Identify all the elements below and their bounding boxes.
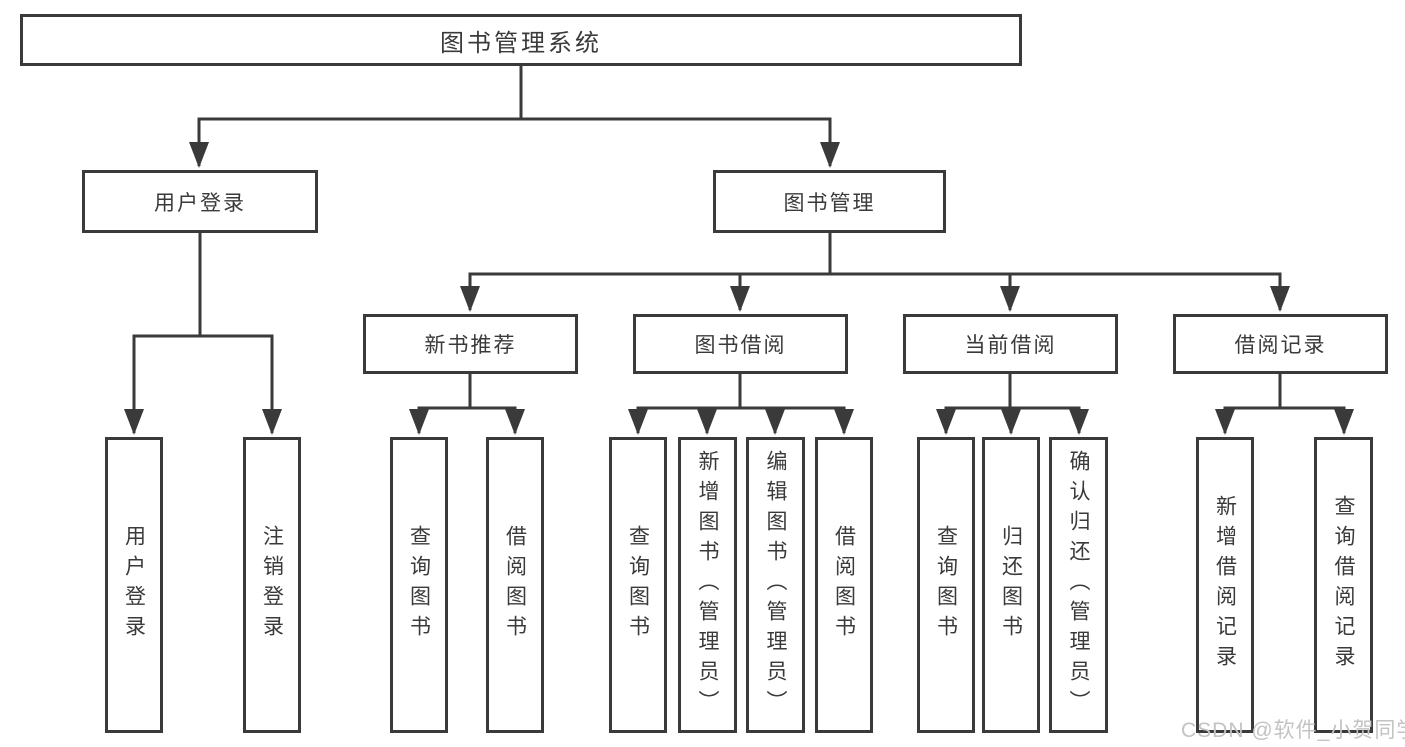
node-book-borrow: 图书借阅 <box>633 314 848 374</box>
leaf-borrow-add-book-admin: 新增图书（管理员） <box>678 437 737 733</box>
connector-current-borrow-to-leaves <box>936 372 1089 435</box>
leaf-borrow-edit-book-admin: 编辑图书（管理员） <box>746 437 805 733</box>
leaf-recommend-borrow-book: 借阅图书 <box>486 437 544 733</box>
node-borrow-records: 借阅记录 <box>1173 314 1388 374</box>
node-current-borrow: 当前借阅 <box>903 314 1118 374</box>
leaf-borrow-borrow-book: 借阅图书 <box>815 437 873 733</box>
csdn-watermark: CSDN @软件_小贺同学 <box>1181 719 1405 742</box>
node-root-library-system: 图书管理系统 <box>20 14 1022 66</box>
leaf-recommend-query-book: 查询图书 <box>390 437 448 733</box>
node-user-login: 用户登录 <box>82 170 318 233</box>
node-new-book-recommend: 新书推荐 <box>363 314 578 374</box>
connector-book-borrow-to-leaves <box>628 372 854 435</box>
connector-book-management-to-modules <box>460 232 1290 312</box>
leaf-current-confirm-return-admin: 确认归还（管理员） <box>1049 437 1108 733</box>
node-book-management: 图书管理 <box>713 170 946 233</box>
leaf-current-query-book: 查询图书 <box>917 437 975 733</box>
connector-new-book-recommend-to-leaves <box>409 372 525 435</box>
connector-user-login-to-leaves <box>124 232 282 435</box>
leaf-current-return-book: 归还图书 <box>982 437 1040 733</box>
connector-root-to-branches <box>189 65 840 168</box>
leaf-borrow-query-book: 查询图书 <box>609 437 667 733</box>
leaf-logout-login: 注销登录 <box>243 437 301 733</box>
leaf-user-login: 用户登录 <box>105 437 163 733</box>
leaf-records-add-record: 新增借阅记录 <box>1196 437 1254 733</box>
connector-borrow-records-to-leaves <box>1215 372 1354 435</box>
leaf-records-query-record: 查询借阅记录 <box>1314 437 1373 733</box>
